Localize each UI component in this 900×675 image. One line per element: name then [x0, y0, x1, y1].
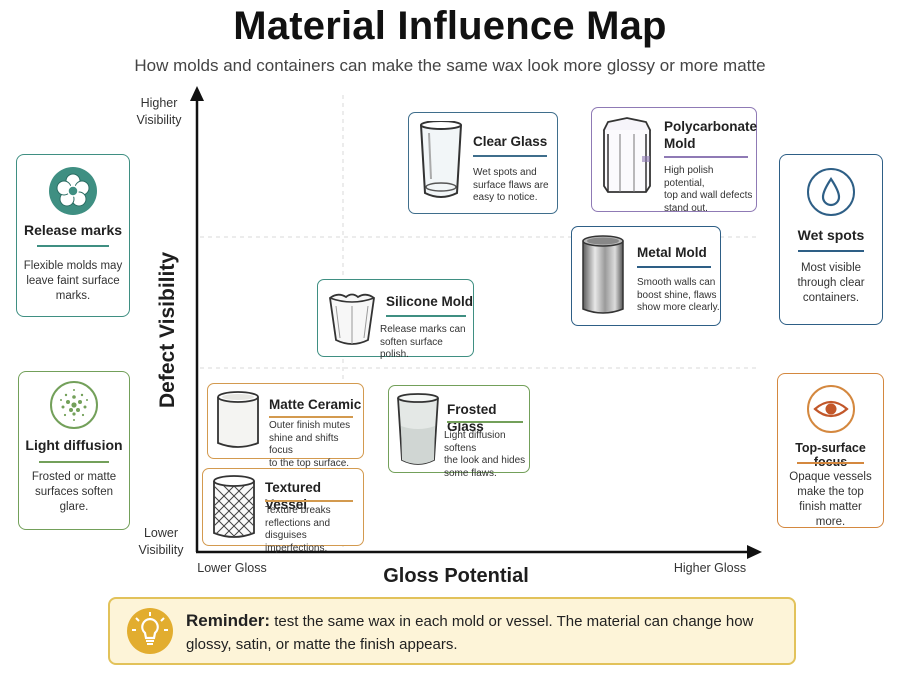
- card-description: Light diffusion softens the look and hid…: [444, 430, 526, 479]
- card-underline: [447, 421, 523, 423]
- lightbulb-icon: [127, 608, 173, 654]
- x-axis-low-label: Lower Gloss: [197, 561, 267, 575]
- card-underline: [386, 315, 466, 317]
- dots-diffusion-icon: [50, 381, 98, 429]
- card-description: High polish potential, top and wall defe…: [664, 165, 753, 214]
- page-title: Material Influence Map: [233, 4, 667, 48]
- y-axis-arrow: [190, 86, 204, 101]
- side-note-underline: [796, 462, 865, 464]
- card-frosted-glass: Frosted Glass Light diffusion softens th…: [388, 385, 530, 479]
- card-underline: [473, 155, 547, 157]
- reminder-banner: Reminder: test the same wax in each mold…: [108, 597, 796, 665]
- x-axis-high-label: Higher Gloss: [673, 561, 747, 575]
- card-clear-glass: Clear Glass Wet spots and surface flaws …: [408, 112, 558, 214]
- frosted-glass-icon: [397, 393, 439, 465]
- side-note-underline: [798, 250, 864, 252]
- card-underline: [637, 266, 711, 268]
- side-note-wet-spots: Wet spots Most visible through clear con…: [779, 154, 883, 325]
- flower-icon: [49, 167, 97, 215]
- card-title: Matte Ceramic: [269, 397, 362, 412]
- card-underline: [269, 416, 353, 418]
- card-metal-mold: Metal Mold Smooth walls can boost shine,…: [571, 226, 721, 326]
- side-note-underline: [38, 461, 110, 463]
- hexagonal-mold-icon: [602, 117, 652, 193]
- card-underline: [265, 500, 353, 502]
- clear-glass-icon: [420, 121, 462, 198]
- reminder-label: Reminder:: [186, 611, 271, 630]
- card-title: Metal Mold: [637, 245, 707, 260]
- card-title: Silicone Mold: [386, 294, 474, 309]
- x-axis-arrow: [747, 545, 762, 559]
- card-description: Texture breaks reflections and disguises…: [265, 505, 331, 554]
- reminder-body: test the same wax in each mold or vessel…: [186, 613, 754, 653]
- side-note-description: Frosted or matte surfaces soften glare.: [31, 471, 117, 513]
- card-textured-vessel: Textured Vessel Texture breaks reflectio…: [202, 468, 364, 554]
- eye-icon: [806, 385, 855, 433]
- card-title: Polycarbonate Mold: [664, 119, 758, 151]
- ceramic-cup-icon: [217, 391, 259, 448]
- side-note-title: Top-surface focus: [795, 441, 866, 469]
- card-description: Outer finish mutes shine and shifts focu…: [269, 420, 351, 469]
- card-silicone-mold: Silicone Mold Release marks can soften s…: [317, 279, 474, 360]
- card-polycarbonate-mold: Polycarbonate Mold High polish potential…: [591, 107, 758, 214]
- y-axis-title: Defect Visibility: [156, 251, 179, 409]
- side-note-title: Wet spots: [797, 227, 865, 243]
- silicone-mold-icon: [329, 293, 375, 345]
- side-note-top-surface-focus: Top-surface focus Opaque vessels make th…: [777, 373, 884, 528]
- metal-cylinder-icon: [582, 235, 624, 314]
- y-axis-high-label: Higher Visibility: [136, 96, 182, 127]
- side-note-release-marks: Release marks Flexible molds may leave f…: [16, 154, 130, 317]
- card-matte-ceramic: Matte Ceramic Outer finish mutes shine a…: [207, 383, 364, 469]
- page-subtitle: How molds and containers can make the sa…: [134, 56, 766, 75]
- side-note-description: Flexible molds may leave faint surface m…: [23, 260, 123, 302]
- card-description: Wet spots and surface flaws are easy to …: [473, 167, 549, 203]
- side-note-light-diffusion: Light diffusion Frosted or matte surface…: [18, 371, 130, 530]
- side-note-description: Most visible through clear containers.: [797, 262, 865, 304]
- droplet-icon: [807, 168, 855, 216]
- card-description: Release marks can soften surface polish.: [380, 324, 466, 360]
- side-note-underline: [37, 245, 109, 247]
- card-underline: [664, 156, 748, 158]
- reminder-text: Reminder: test the same wax in each mold…: [186, 609, 786, 656]
- side-note-title: Release marks: [23, 222, 123, 238]
- textured-vessel-icon: [213, 475, 255, 538]
- x-axis-title: Gloss Potential: [383, 565, 529, 587]
- card-description: Smooth walls can boost shine, flaws show…: [637, 277, 720, 313]
- card-title: Clear Glass: [473, 134, 548, 149]
- side-note-description: Opaque vessels make the top finish matte…: [789, 471, 872, 528]
- side-note-title: Light diffusion: [25, 437, 123, 453]
- y-axis-low-label: Lower Visibility: [138, 526, 184, 557]
